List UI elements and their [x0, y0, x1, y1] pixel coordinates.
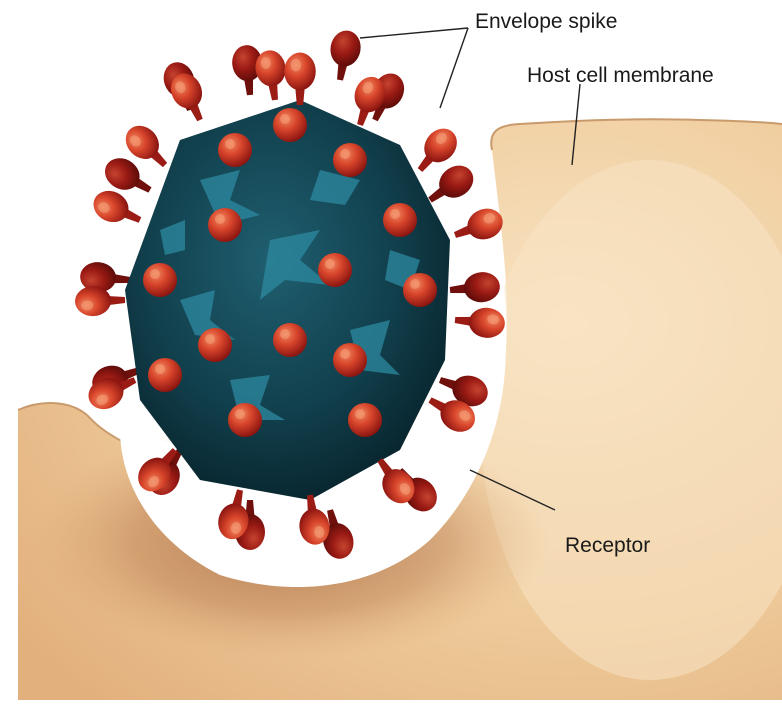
- virus-envelope: [125, 100, 450, 500]
- envelope-spike-leader-2: [440, 28, 468, 108]
- envelope-spike-leader-1: [360, 28, 468, 38]
- envelope-spike-label: Envelope spike: [475, 10, 617, 33]
- receptor-label: Receptor: [565, 534, 650, 557]
- host-cell-membrane-label: Host cell membrane: [527, 64, 714, 87]
